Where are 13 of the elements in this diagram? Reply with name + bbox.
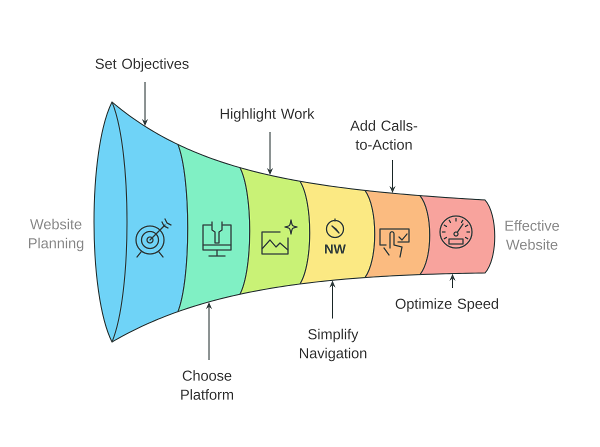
funnel-segment [93,101,188,343]
funnel-segment [364,190,430,278]
compass-letters: NW [325,244,346,254]
step-label: Choose Platform [181,370,234,400]
funnel-segment [239,167,310,295]
step-label: Set Objectives [96,58,189,72]
step-label: Add Calls-to-Action [350,120,418,150]
funnel-segment [177,144,250,312]
step-label: Highlight Work [220,108,314,122]
funnel-segment [299,180,376,285]
funnel-segment [419,195,496,276]
step-label: Simplify Navigation [300,328,366,362]
step-label: Optimize Speed [396,298,498,312]
